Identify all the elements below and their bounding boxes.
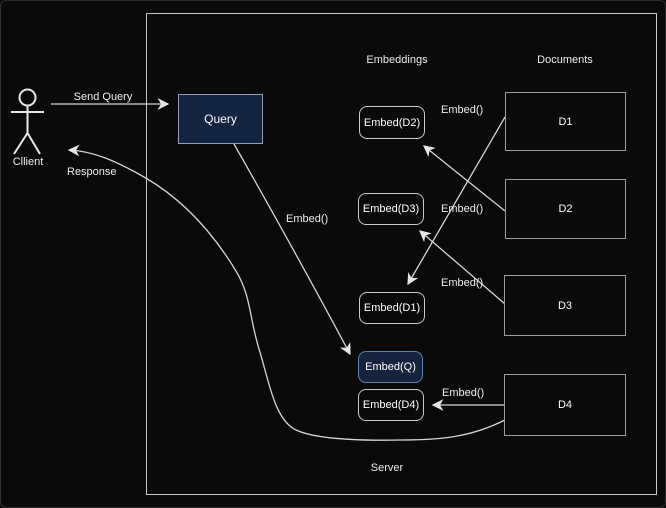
send-query-label: Send Query <box>73 91 133 103</box>
query-embed-edge-label: Embed() <box>286 213 329 225</box>
embedding-node-d3: Embed(D3) <box>358 193 424 225</box>
embed-edge-label-2: Embed() <box>441 203 484 215</box>
embedding-node-d4: Embed(D4) <box>358 389 424 421</box>
client-actor-icon <box>11 88 44 155</box>
embed-edge-label-4: Embed() <box>442 387 485 399</box>
embedding-node-d1: Embed(D1) <box>359 292 425 324</box>
query-to-embedq-arrow <box>233 143 351 356</box>
client-label: Cllient <box>12 156 44 168</box>
server-label: Server <box>370 462 404 474</box>
document-node-d1: D1 <box>505 92 626 151</box>
embed-edge-label-3: Embed() <box>441 277 484 289</box>
embed-edge-label-1: Embed() <box>441 104 484 116</box>
response-curve <box>67 144 506 441</box>
query-node: Query <box>178 94 263 144</box>
d2-to-embedd2-arrow <box>422 145 506 212</box>
d3-to-embedd3-arrow <box>419 230 506 305</box>
response-label: Response <box>67 166 117 178</box>
embeddings-column-header: Embeddings <box>366 54 428 66</box>
document-node-d3: D3 <box>504 275 626 336</box>
document-node-d4: D4 <box>504 374 626 436</box>
embedding-node-d2: Embed(D2) <box>359 106 425 139</box>
server-boundary-box <box>146 13 657 495</box>
d1-to-embedd1-arrow <box>407 116 506 286</box>
embedding-node-query: Embed(Q) <box>358 351 423 383</box>
documents-column-header: Documents <box>537 54 593 66</box>
document-node-d2: D2 <box>505 179 626 239</box>
